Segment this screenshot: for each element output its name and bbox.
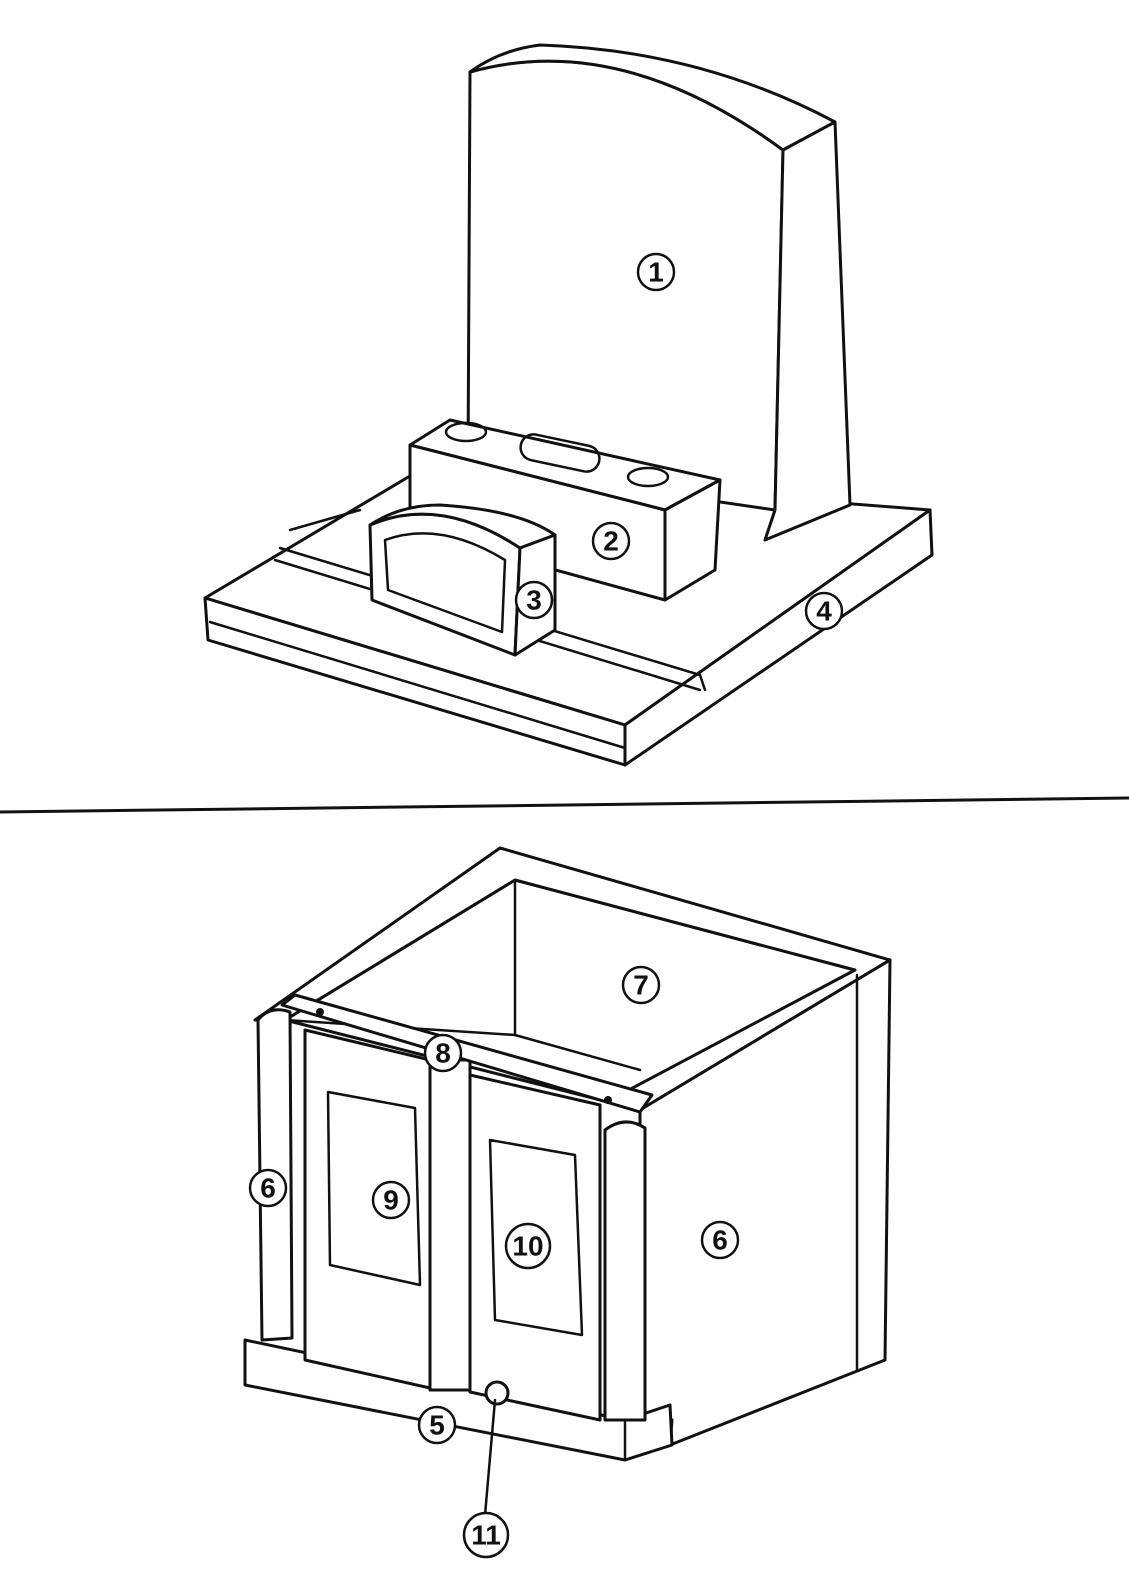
label-10: 10 — [504, 1222, 552, 1270]
door-lock — [483, 1380, 510, 1517]
gravestone-assembly — [203, 43, 934, 767]
svg-text:11: 11 — [471, 1520, 501, 1551]
section-divider — [0, 796, 1129, 814]
svg-text:8: 8 — [435, 1038, 451, 1069]
label-2: 2 — [591, 521, 631, 561]
label-7: 7 — [621, 965, 661, 1005]
door-left — [303, 1028, 432, 1390]
flower-stand — [408, 418, 722, 602]
label-4: 4 — [804, 591, 844, 631]
svg-text:10: 10 — [512, 1231, 543, 1262]
svg-text:6: 6 — [712, 1225, 728, 1256]
label-1: 1 — [636, 252, 676, 292]
label-6-left: 6 — [248, 1168, 288, 1208]
svg-text:1: 1 — [648, 257, 664, 288]
vault-assembly — [243, 846, 892, 1517]
label-5: 5 — [417, 1405, 457, 1445]
label-3: 3 — [514, 580, 554, 620]
svg-text:4: 4 — [816, 596, 832, 627]
headstone — [466, 43, 852, 542]
svg-text:9: 9 — [383, 1185, 399, 1216]
svg-text:2: 2 — [603, 526, 619, 557]
svg-text:5: 5 — [429, 1410, 445, 1441]
svg-text:6: 6 — [260, 1173, 276, 1204]
label-8: 8 — [423, 1033, 463, 1073]
svg-text:7: 7 — [633, 970, 649, 1001]
label-11: 11 — [462, 1511, 510, 1559]
label-6-right: 6 — [700, 1220, 740, 1260]
svg-text:3: 3 — [526, 585, 542, 616]
label-9: 9 — [371, 1180, 411, 1220]
lintel-bar — [280, 993, 654, 1114]
